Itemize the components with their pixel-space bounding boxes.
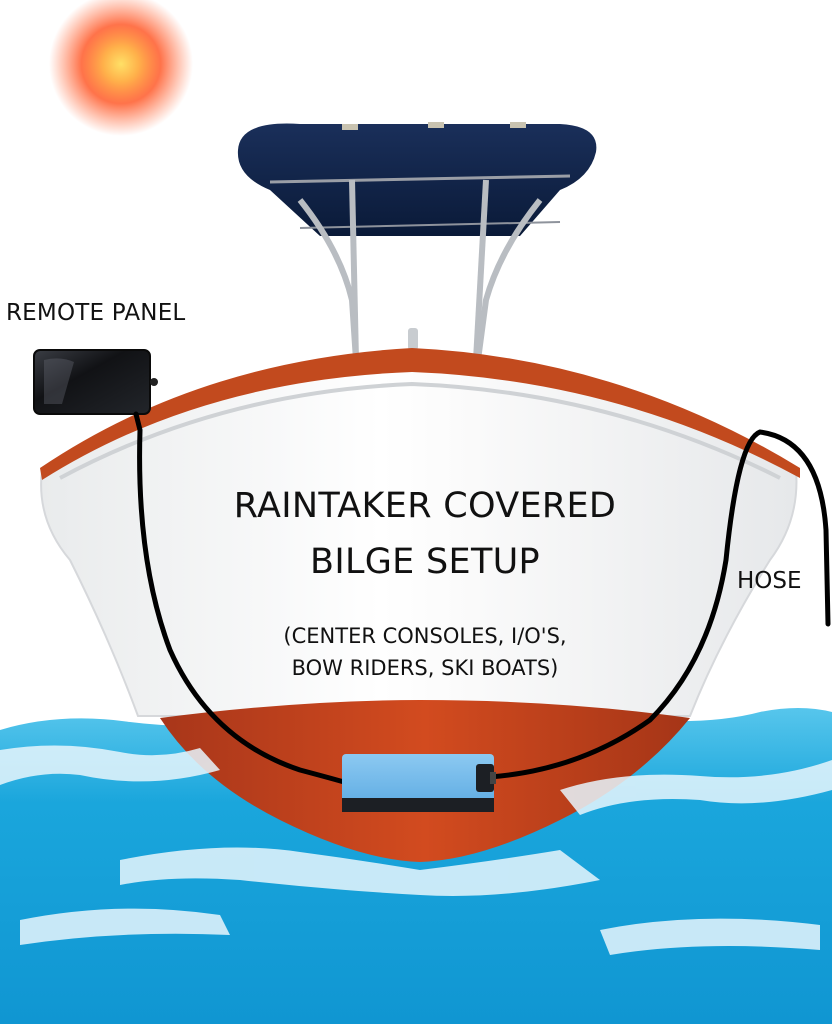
gunwale-trim — [40, 348, 800, 480]
hose-label: HOSE — [737, 568, 802, 594]
sun — [49, 0, 193, 136]
subtitle-line-1: (CENTER CONSOLES, I/O'S, — [283, 624, 567, 648]
bilge-pump — [342, 754, 496, 812]
t-top-frame — [297, 179, 543, 361]
bow-cleat — [408, 328, 418, 350]
title-line-2: BILGE SETUP — [310, 542, 540, 582]
t-top-canopy — [237, 122, 597, 236]
hose-line — [487, 429, 831, 780]
subtitle-line-2: BOW RIDERS, SKI BOATS) — [291, 656, 559, 680]
wire — [133, 411, 347, 785]
remote-panel-device — [33, 349, 158, 415]
waves — [0, 745, 832, 955]
diagram-title: RAINTAKER COVERED BILGE SETUP — [170, 478, 680, 590]
diagram-subtitle: (CENTER CONSOLES, I/O'S, BOW RIDERS, SKI… — [170, 620, 680, 684]
remote-panel-label: REMOTE PANEL — [6, 300, 186, 326]
title-line-1: RAINTAKER COVERED — [233, 486, 617, 526]
